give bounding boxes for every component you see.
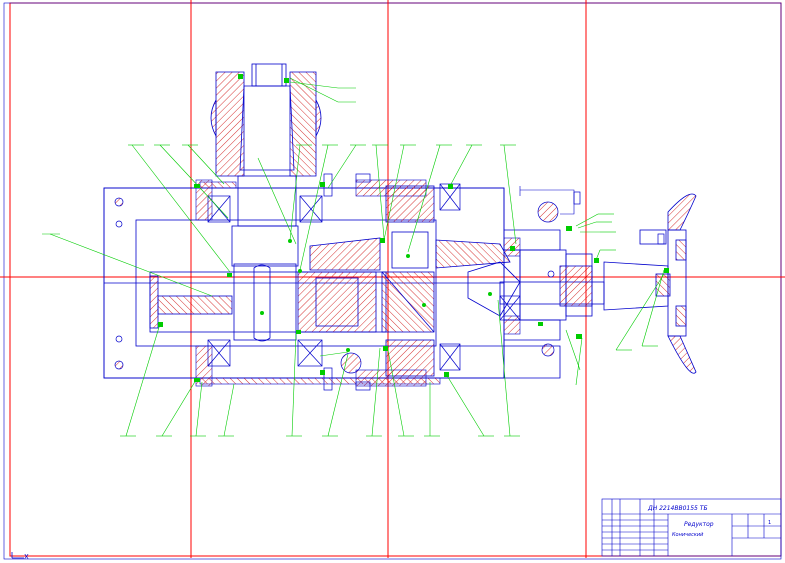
- bevel-gear: [309, 237, 521, 317]
- main-shaft: [149, 263, 387, 342]
- output-shaft: [499, 229, 671, 321]
- reference-points: [260, 239, 492, 352]
- sheet-frame: [3, 2, 782, 560]
- leader-shelves: [42, 87, 658, 437]
- spur-gear-center: [381, 185, 435, 377]
- coupling-flange: [667, 193, 697, 374]
- bearings: [207, 183, 521, 371]
- title-block: [601, 498, 782, 557]
- corner-x-marker: X: [24, 553, 29, 561]
- drawing-name-line2: Конический: [672, 532, 704, 538]
- input-shaft-top: [210, 63, 322, 267]
- bolt-holes: [114, 197, 559, 374]
- drawing-designation: ДН 2214ВВ0155 ТБ: [647, 505, 708, 512]
- spur-gear-left: [297, 271, 377, 333]
- sheet-number: 1: [768, 520, 771, 526]
- drawing-name-line1: Редуктор: [684, 521, 714, 528]
- leader-lines: [49, 77, 665, 437]
- dimension-line: [519, 186, 575, 215]
